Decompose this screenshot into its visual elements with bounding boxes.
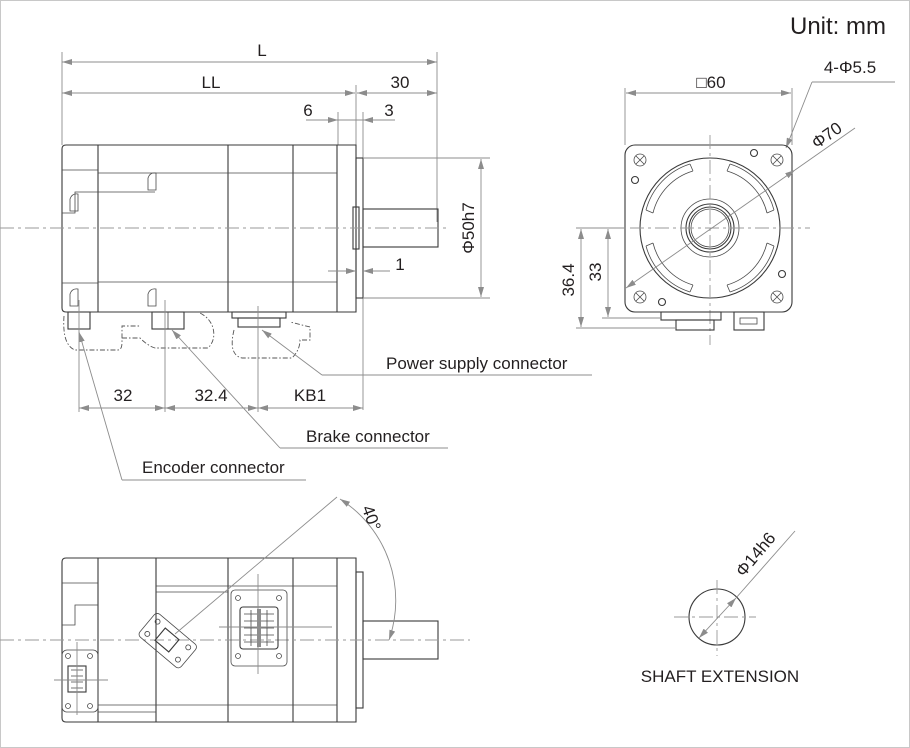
tapped-hole	[657, 297, 667, 307]
dim-label-phi14h6: Φ14h6	[732, 529, 780, 581]
angle-reference-line	[174, 496, 338, 635]
leader-line-brake	[171, 329, 281, 449]
callout-power-supply-connector: Power supply connector	[386, 354, 568, 373]
mounting-hole	[770, 153, 784, 167]
screw	[87, 703, 93, 709]
screw	[276, 595, 282, 601]
power-cable-envelope	[231, 321, 311, 359]
cover-step	[62, 191, 98, 214]
shaft-extension-caption: SHAFT EXTENSION	[641, 667, 799, 686]
dim-label-square60: □60	[696, 73, 725, 92]
dim-label-mounting-holes: 4-Φ5.5	[824, 58, 876, 77]
dim-label-32: 32	[114, 386, 133, 405]
mounting-hole	[633, 290, 647, 304]
dim-label-3: 3	[384, 101, 393, 120]
dim-line-phi70-ext	[794, 127, 856, 171]
dim-label-30: 30	[391, 73, 410, 92]
dim-label-L: L	[257, 41, 266, 60]
dim-line-phi70	[625, 169, 796, 289]
dim-label-6: 6	[303, 101, 312, 120]
unit-label: Unit: mm	[790, 13, 886, 40]
callout-brake-connector: Brake connector	[306, 427, 430, 446]
bottom-view: 40°	[0, 496, 470, 723]
motor-body-outline	[61, 144, 357, 313]
front-connector-latch	[739, 317, 758, 325]
tapped-hole	[630, 175, 640, 185]
screw	[235, 595, 241, 601]
screw-head	[69, 193, 79, 212]
screw	[276, 653, 282, 659]
power-connector-socket	[239, 606, 279, 650]
shaft-extension-view: Φ14h6 SHAFT EXTENSION	[641, 529, 799, 686]
side-view: L LL 30 6 3	[0, 41, 592, 481]
screw	[235, 653, 241, 659]
screw-head	[147, 288, 157, 307]
bottom-body-outline	[61, 557, 357, 723]
dim-label-KB1: KB1	[294, 386, 326, 405]
screw	[87, 653, 93, 659]
leader-line-holes	[785, 81, 813, 149]
front-flange	[624, 144, 793, 313]
encoder-cable-envelope	[63, 315, 140, 351]
power-connector-plate	[230, 589, 288, 667]
dim-label-32-4: 32.4	[194, 386, 227, 405]
front-connector-side	[733, 311, 765, 331]
front-view: □60 4-Φ5.5	[559, 58, 895, 345]
callout-encoder-connector: Encoder connector	[142, 458, 285, 477]
screw-head	[147, 172, 157, 191]
front-connector	[675, 319, 715, 331]
mounting-hole	[770, 290, 784, 304]
screw-head	[69, 288, 79, 307]
tapped-hole	[749, 148, 759, 158]
dim-label-LL: LL	[202, 73, 221, 92]
tapped-hole	[777, 269, 787, 279]
encoder-connector-plate	[61, 649, 99, 713]
screw	[65, 653, 71, 659]
dim-label-36-4: 36.4	[559, 263, 578, 296]
leader-line-encoder	[78, 331, 123, 481]
dim-label-40-deg: 40°	[358, 503, 385, 534]
dim-line-phi14	[698, 597, 737, 639]
front-connector-base	[660, 311, 722, 321]
leader-line-power	[261, 329, 323, 376]
dim-label-1: 1	[395, 255, 404, 274]
dim-label-phi50h7: Φ50h7	[459, 202, 478, 253]
angle-arc-40	[339, 498, 397, 641]
power-connector-base	[231, 311, 287, 319]
screw	[65, 703, 71, 709]
brake-cable-envelope	[122, 312, 215, 349]
dim-label-33: 33	[586, 263, 605, 282]
cover-step	[62, 604, 98, 626]
power-connector	[237, 317, 281, 328]
power-connector-divider	[257, 609, 261, 647]
brake-connector-plate	[138, 613, 197, 669]
dim-line-phi14-ext	[735, 530, 796, 599]
mounting-hole	[633, 153, 647, 167]
